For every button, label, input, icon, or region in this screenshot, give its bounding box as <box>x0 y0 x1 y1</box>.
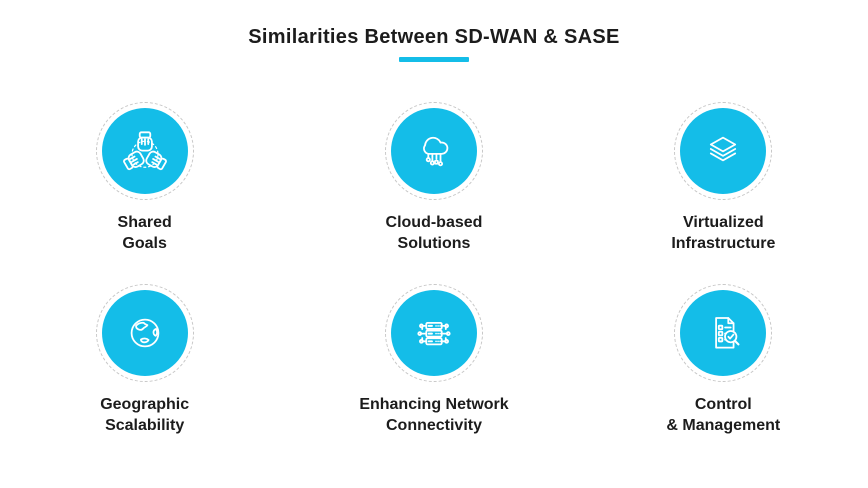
dashed-ring <box>384 102 483 200</box>
item-label-line1: Geographic <box>100 396 190 414</box>
globe-icon <box>130 318 159 348</box>
icon-circle <box>101 108 188 194</box>
item-control-management: Control & Management <box>666 284 780 436</box>
dashed-ring <box>95 102 194 200</box>
document-audit-icon <box>715 317 740 349</box>
item-label: Enhancing Network Connectivity <box>359 394 508 436</box>
item-cloud-based-solutions: Cloud-based Solutions <box>384 102 483 254</box>
item-label-line2: Infrastructure <box>671 235 776 253</box>
item-label-line2: Connectivity <box>385 417 482 435</box>
title-underline <box>399 57 469 62</box>
icon-circle <box>390 108 477 194</box>
item-enhancing-network-connectivity: Enhancing Network Connectivity <box>359 284 509 436</box>
icon-circle <box>101 290 188 377</box>
icon-circle <box>680 290 767 377</box>
cloud-circuit-icon <box>423 136 449 167</box>
dashed-ring <box>674 102 773 200</box>
item-label-line1: Enhancing Network <box>359 396 509 414</box>
item-label: Control & Management <box>666 394 780 436</box>
item-shared-goals: Shared Goals <box>95 102 194 254</box>
item-geographic-scalability: Geographic Scalability <box>95 284 194 436</box>
item-label-line2: & Management <box>666 417 781 435</box>
icon-circle <box>390 290 477 377</box>
icon-circle <box>680 108 767 194</box>
server-network-icon <box>417 322 451 346</box>
item-label-line2: Solutions <box>397 235 471 253</box>
page-title: Similarities Between SD-WAN & SASE <box>248 26 620 48</box>
item-label-line2: Scalability <box>105 417 185 435</box>
dashed-ring <box>674 284 773 383</box>
item-label: Shared Goals <box>118 212 172 254</box>
similarities-grid: Shared Goals <box>0 102 868 436</box>
item-label-line1: Control <box>694 396 752 414</box>
item-label: Cloud-based Solutions <box>386 212 483 254</box>
item-label-line1: Cloud-based <box>385 214 483 231</box>
item-label: Geographic Scalability <box>100 394 189 436</box>
item-label: Virtualized Infrastructure <box>671 212 775 254</box>
item-label-line1: Virtualized <box>683 214 764 231</box>
item-virtualized-infrastructure: Virtualized Infrastructure <box>671 102 775 254</box>
stacked-layers-icon <box>710 136 737 162</box>
dashed-ring <box>95 284 194 383</box>
item-label-line2: Goals <box>122 235 167 253</box>
hands-teamwork-icon <box>121 131 169 173</box>
dashed-ring <box>384 284 483 383</box>
item-label-line1: Shared <box>117 214 172 231</box>
